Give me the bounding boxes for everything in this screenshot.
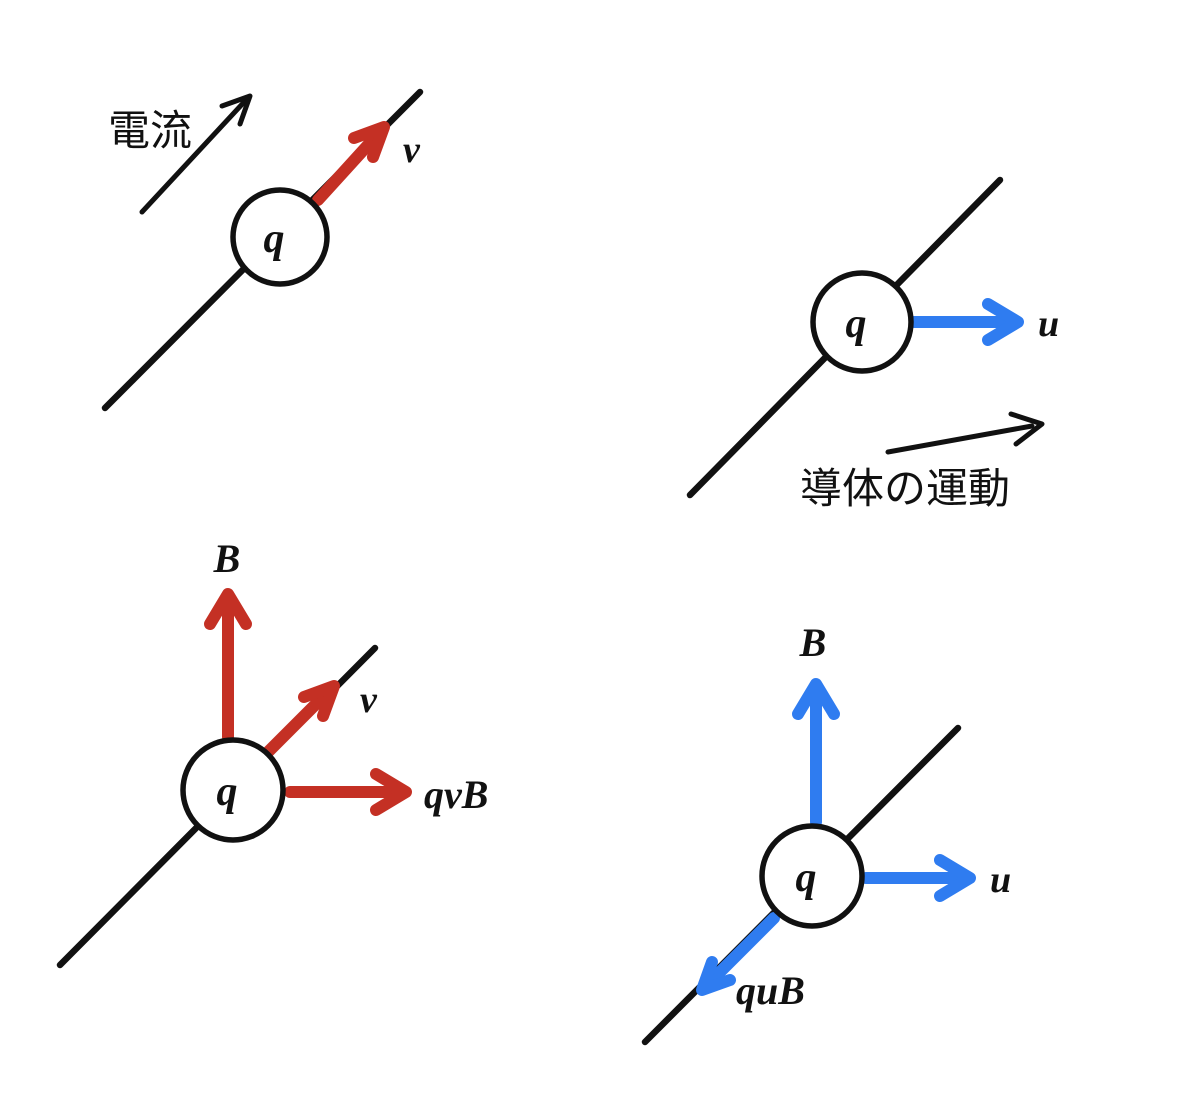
force-arrowhead-qvB — [370, 768, 412, 816]
current-direction-arrow — [139, 97, 249, 215]
velocity-label-v: v — [360, 679, 378, 721]
velocity-arrowhead-v — [348, 121, 390, 163]
charge-circle — [180, 737, 286, 843]
charge-label: q — [217, 769, 238, 815]
panel-top-right: u 導体の運動 q — [686, 176, 1059, 513]
field-label-B: B — [213, 536, 241, 581]
force-label-qvB: qvB — [424, 772, 488, 817]
charge-circle — [810, 270, 914, 374]
force-label-quB: quB — [736, 968, 805, 1013]
charge-label: q — [264, 216, 285, 262]
charge-circle — [759, 823, 865, 929]
panel-bottom-left: B v qvB q — [56, 536, 488, 969]
force-arrow-quB — [706, 912, 780, 986]
panel-bottom-right: B u quB q — [641, 620, 1011, 1046]
charge-label: q — [846, 301, 867, 347]
velocity-label-v: v — [403, 129, 421, 171]
velocity-arrowhead-v — [298, 680, 340, 722]
field-arrowhead-B — [792, 678, 840, 720]
panel-top-left: 電流 v q — [101, 88, 424, 412]
field-arrowhead-B — [204, 588, 252, 630]
current-label: 電流 — [108, 106, 192, 155]
charge-label: q — [796, 855, 817, 901]
velocity-label-u: u — [1038, 303, 1059, 345]
charge-circle — [230, 187, 330, 287]
conductor-motion-arrowhead — [1008, 411, 1045, 447]
conductor-motion-arrow — [885, 423, 1035, 455]
velocity-arrowhead-u — [982, 298, 1024, 346]
current-direction-arrowhead — [219, 93, 253, 127]
velocity-arrowhead-u — [934, 854, 976, 902]
conductor-motion-label: 導体の運動 — [800, 464, 1010, 513]
velocity-arrow-v — [312, 128, 384, 206]
field-label-B: B — [799, 620, 827, 665]
velocity-label-u: u — [990, 859, 1011, 901]
velocity-arrow-v — [260, 688, 332, 760]
force-arrowhead-quB — [696, 956, 736, 996]
